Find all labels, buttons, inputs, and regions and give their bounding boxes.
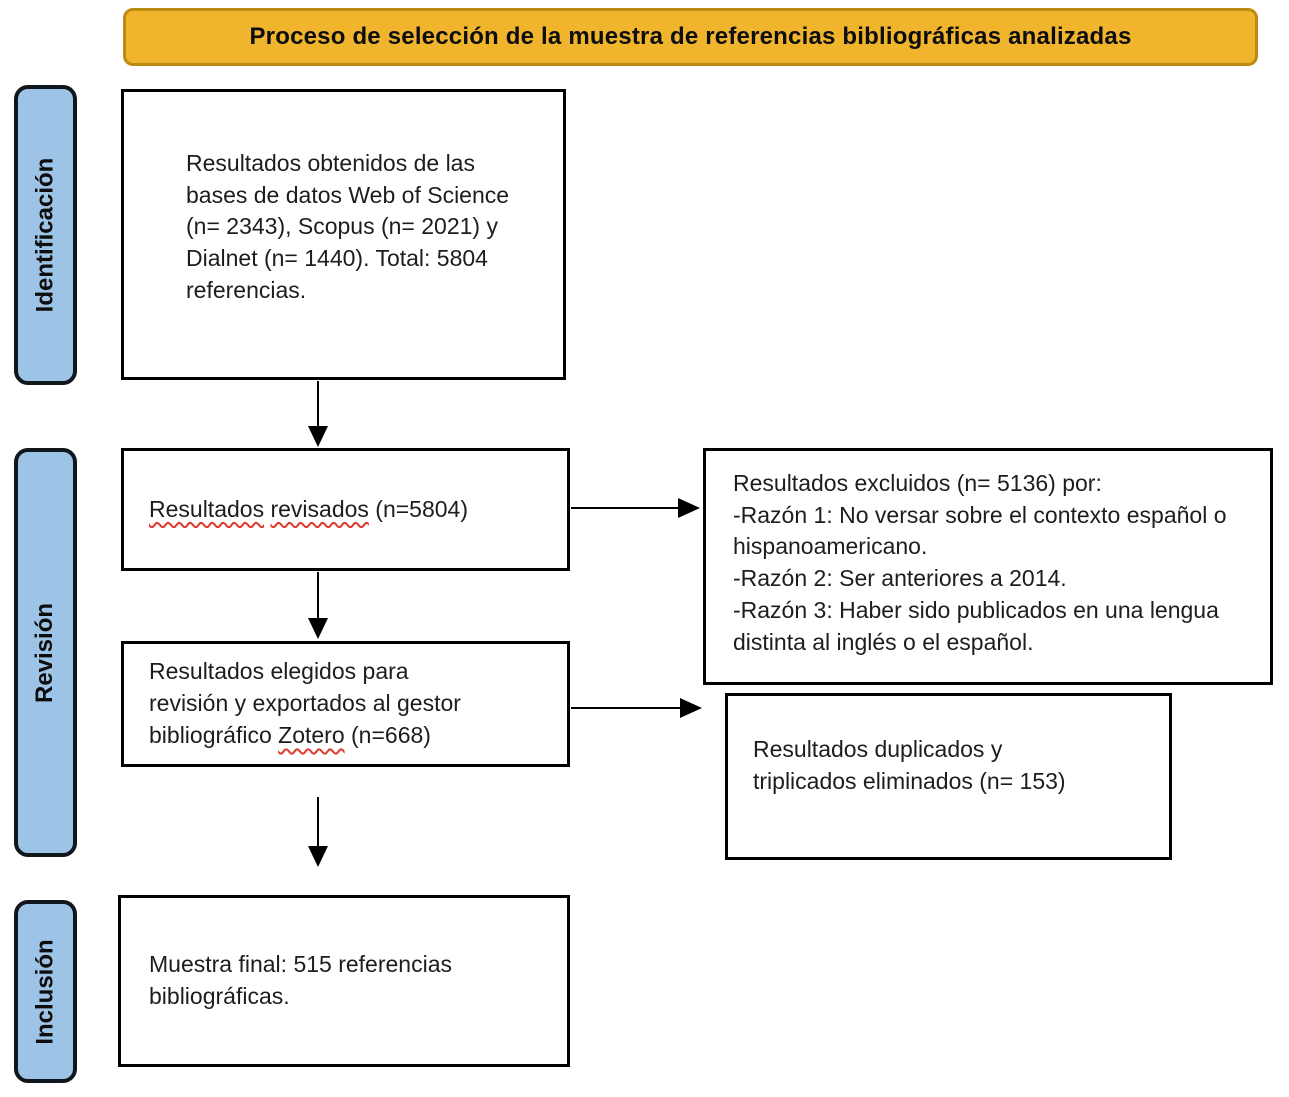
arrow-reviewed-to-excluded [571,498,700,518]
box-excluded-title: Resultados excluidos (n= 5136) por: [733,470,1102,496]
arrow-shaft [317,381,319,426]
stage-label-review: Revisión [14,448,77,857]
arrow-head-down-icon [308,618,328,639]
box-selected-line: bibliográfico Zotero (n=668) [149,720,567,752]
diagram-title-banner: Proceso de selección de la muestra de re… [123,8,1258,66]
box-excluded-reason: -Razón 3: Haber sido publicados en una l… [733,596,1219,655]
misspelled-word: revisados [270,495,369,522]
arrow-head-right-icon [678,498,700,518]
stage-label-identification: Identificación [14,85,77,385]
box-selected-line: revisión y exportados al gestor [149,690,461,717]
arrow-shaft [317,572,319,618]
box-search-results: Resultados obtenidos de las bases de dat… [121,89,566,380]
arrow-selected-to-final [308,797,328,867]
arrow-shaft [571,507,678,509]
box-excluded-reason: -Razón 2: Ser anteriores a 2014. [733,565,1067,592]
stage-label-inclusion: Inclusión [14,900,77,1083]
stage-label-review-text: Revisión [31,602,59,703]
box-selected-results: Resultados elegidos para revisión y expo… [121,641,570,767]
stage-label-identification-text: Identificación [31,157,59,313]
box-reviewed-results: Resultados revisados (n=5804) [121,448,570,571]
arrow-head-down-icon [308,846,328,867]
box-reviewed-results-text: Resultados revisados (n=5804) [149,494,468,526]
box-excluded-results: Resultados excluidos (n= 5136) por: -Raz… [703,448,1273,685]
box-selected-line: Resultados elegidos para [149,658,409,685]
box-duplicates-removed: Resultados duplicados y triplicados elim… [725,693,1172,860]
arrow-reviewed-to-selected [308,572,328,639]
box-final-sample: Muestra final: 515 referencias bibliográ… [118,895,570,1067]
selected-count: (n=668) [351,721,431,748]
misspelled-word: Zotero [278,721,345,748]
arrow-head-right-icon [680,698,702,718]
arrow-selected-to-duplicates [571,698,702,718]
arrow-head-down-icon [308,426,328,447]
box-excluded-reason: -Razón 1: No versar sobre el contexto es… [733,501,1227,560]
box-duplicates-removed-text: Resultados duplicados y triplicados elim… [753,736,1066,794]
arrow-shaft [317,797,319,846]
box-search-results-text: Resultados obtenidos de las bases de dat… [186,150,510,303]
stage-label-inclusion-text: Inclusión [31,938,59,1045]
arrow-sources-to-reviewed [308,381,328,447]
misspelled-word: Resultados [149,495,265,522]
reviewed-count: (n=5804) [375,495,469,522]
arrow-shaft [571,707,680,709]
box-selected-line-prefix: bibliográfico [149,721,272,748]
diagram-title: Proceso de selección de la muestra de re… [249,23,1132,50]
box-final-sample-text: Muestra final: 515 referencias bibliográ… [149,951,452,1009]
